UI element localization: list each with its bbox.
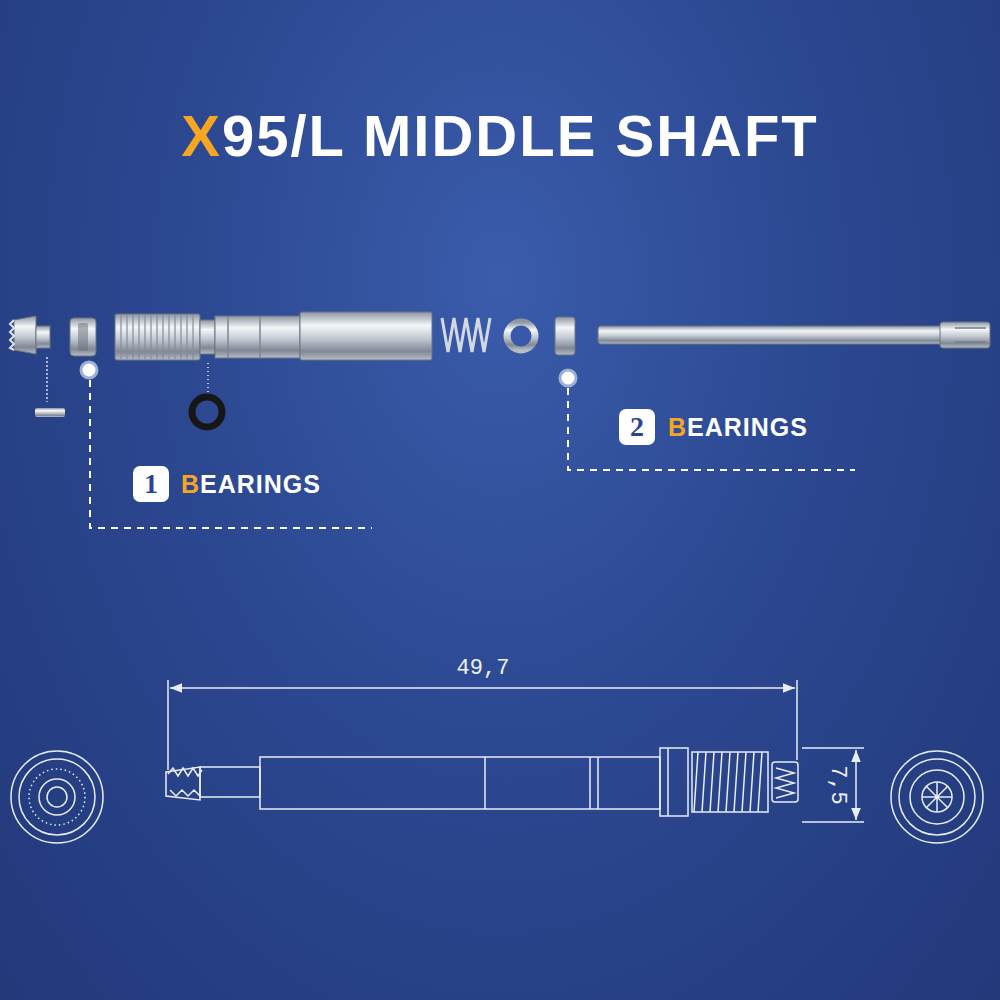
shaft-housing	[115, 312, 432, 360]
callout-dot	[81, 362, 97, 378]
technical-drawing	[910, 770, 964, 824]
technical-drawing	[47, 787, 67, 807]
callout-leader	[90, 380, 372, 528]
bearing-one	[78, 323, 88, 351]
part-label: BEARINGS	[181, 470, 321, 499]
callout-dot	[560, 370, 576, 386]
technical-drawing	[11, 751, 103, 843]
spring	[442, 318, 490, 352]
o-ring-leader	[207, 363, 209, 392]
technical-drawing	[855, 750, 857, 820]
technical-drawing	[485, 757, 598, 809]
drive-shaft	[955, 328, 986, 342]
crown-cap	[36, 326, 50, 348]
part-label: BEARINGS	[668, 413, 808, 442]
page-title: X95/L MIDDLE SHAFT	[181, 102, 819, 169]
technical-drawing	[19, 759, 95, 835]
technical-drawing	[796, 680, 798, 760]
technical-drawing	[802, 821, 864, 823]
shaft-housing	[121, 315, 193, 359]
technical-drawing	[11, 680, 983, 843]
pin	[35, 408, 65, 417]
crown-cap	[10, 316, 50, 354]
callout-badge: 1	[133, 466, 169, 502]
technical-drawing	[260, 757, 660, 809]
o-ring	[192, 397, 222, 427]
shaft-housing	[215, 316, 300, 358]
technical-drawing	[170, 790, 200, 796]
technical-drawing	[168, 768, 202, 776]
technical-drawing	[692, 752, 768, 812]
bearing-two	[555, 317, 575, 355]
technical-drawing	[39, 779, 75, 815]
technical-drawing	[899, 759, 975, 835]
technical-drawing	[772, 762, 798, 802]
dimension-label: 49,7	[457, 656, 510, 681]
technical-drawing	[29, 769, 85, 825]
crown-cap	[14, 316, 36, 354]
callout-leader	[568, 388, 855, 470]
shaft-housing	[115, 314, 200, 360]
technical-drawing	[660, 748, 688, 816]
bearing-one	[70, 318, 96, 356]
drive-shaft	[598, 322, 990, 348]
callout-badge: 2	[619, 409, 655, 445]
crown-cap	[10, 320, 14, 350]
technical-drawing	[802, 747, 864, 749]
technical-drawing	[922, 782, 952, 812]
shaft-housing	[300, 312, 432, 360]
shaft-housing	[228, 316, 260, 358]
technical-drawing	[891, 751, 983, 843]
technical-drawing	[694, 752, 762, 812]
drive-shaft	[598, 326, 943, 344]
pin-leader	[46, 357, 48, 402]
technical-drawing	[667, 748, 669, 816]
callout-number: 2	[630, 413, 644, 441]
technical-drawing	[200, 767, 260, 797]
technical-drawing	[170, 687, 795, 689]
callout-number: 1	[144, 470, 158, 498]
washer	[507, 322, 535, 350]
technical-drawing	[167, 680, 169, 770]
shaft-housing	[200, 320, 215, 354]
dimension-label: 7,5	[825, 765, 850, 805]
bearing-one	[70, 318, 96, 356]
drive-shaft	[940, 322, 990, 348]
technical-drawing	[776, 768, 794, 798]
technical-drawing	[922, 782, 952, 812]
